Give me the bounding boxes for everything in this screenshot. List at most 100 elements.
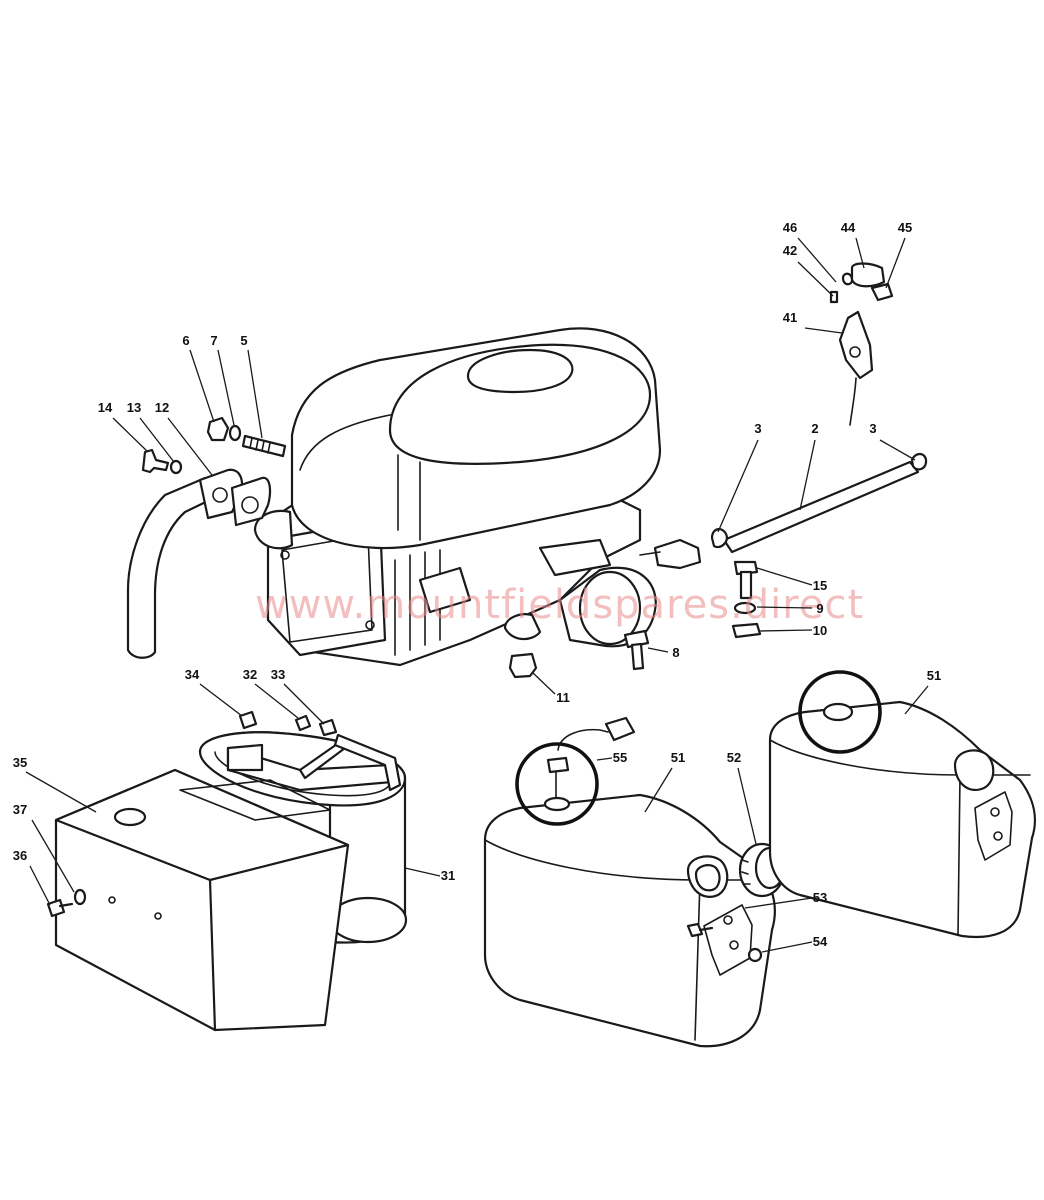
bracket-part-33-strap bbox=[333, 733, 402, 792]
exhaust-pipe-part-12 bbox=[126, 468, 272, 659]
watermark-text: www.mountfieldspares.direct bbox=[255, 582, 864, 628]
callout-label-41: 41 bbox=[783, 310, 797, 325]
leader-line-7 bbox=[217, 349, 235, 426]
callout-label-34: 34 bbox=[185, 667, 200, 682]
leader-line-10 bbox=[759, 629, 813, 632]
battery-cover-part-35 bbox=[54, 768, 350, 1032]
leader-line-46 bbox=[797, 237, 837, 283]
leader-line-35 bbox=[25, 771, 97, 813]
leader-line-41 bbox=[804, 327, 843, 334]
cable-clamp-part-44 bbox=[850, 262, 886, 288]
callout-label-8: 8 bbox=[672, 645, 679, 660]
leader-line-13 bbox=[139, 417, 175, 463]
callout-label-9: 9 bbox=[816, 601, 823, 616]
nut-part-10 bbox=[731, 622, 762, 639]
leader-line-3 bbox=[879, 439, 916, 461]
detail-circle-55 bbox=[515, 742, 599, 826]
leader-line-37 bbox=[31, 819, 75, 893]
callout-label-37: 37 bbox=[13, 802, 27, 817]
callout-label-31: 31 bbox=[441, 868, 455, 883]
throttle-lever-part-41 bbox=[838, 310, 874, 426]
hose-clip-part-3-left bbox=[710, 528, 728, 549]
callout-label-5: 5 bbox=[240, 333, 247, 348]
callout-label-15: 15 bbox=[813, 578, 827, 593]
leader-line-3 bbox=[717, 439, 759, 533]
leader-line-55 bbox=[596, 757, 613, 761]
leader-line-51 bbox=[904, 685, 929, 715]
callout-label-36: 36 bbox=[13, 848, 27, 863]
leader-line-42 bbox=[797, 261, 834, 297]
pin-part-42 bbox=[829, 290, 839, 304]
leader-line-12 bbox=[167, 417, 213, 476]
leader-line-31 bbox=[404, 867, 441, 877]
callout-label-3: 3 bbox=[754, 421, 761, 436]
callout-label-44: 44 bbox=[841, 220, 856, 235]
screw-part-53 bbox=[686, 922, 714, 938]
leader-line-32 bbox=[254, 683, 299, 719]
callout-label-3: 3 bbox=[869, 421, 876, 436]
leader-line-5 bbox=[247, 349, 263, 439]
callout-label-52: 52 bbox=[727, 750, 741, 765]
fuel-tank-part-51-rear bbox=[768, 700, 1036, 938]
bolt-part-32 bbox=[294, 714, 312, 732]
detail-circle-51 bbox=[798, 670, 882, 754]
callout-label-55: 55 bbox=[613, 750, 627, 765]
leader-line-45 bbox=[885, 237, 906, 289]
callout-label-2: 2 bbox=[811, 421, 818, 436]
leader-line-34 bbox=[199, 683, 243, 717]
callout-label-54: 54 bbox=[813, 934, 828, 949]
leader-line-2 bbox=[799, 439, 816, 511]
callout-label-51: 51 bbox=[927, 668, 941, 683]
callout-label-10: 10 bbox=[813, 623, 827, 638]
nut-part-6 bbox=[206, 416, 230, 442]
bolt-part-15 bbox=[733, 560, 759, 600]
leader-line-52 bbox=[737, 767, 757, 845]
screw-part-36 bbox=[46, 898, 74, 918]
callout-label-42: 42 bbox=[783, 243, 797, 258]
leader-line-14 bbox=[112, 417, 149, 453]
leader-line-36 bbox=[29, 865, 51, 906]
leader-line-9 bbox=[756, 606, 813, 609]
washer-part-37 bbox=[73, 888, 87, 906]
fuel-tank-part-51-front bbox=[483, 793, 776, 1048]
callout-label-45: 45 bbox=[898, 220, 912, 235]
leader-line-53 bbox=[744, 897, 813, 909]
leader-line-15 bbox=[756, 567, 813, 586]
stud-part-5 bbox=[241, 434, 287, 458]
nut-part-54 bbox=[747, 947, 763, 963]
callout-label-6: 6 bbox=[182, 333, 189, 348]
leader-line-51 bbox=[644, 767, 673, 813]
fuel-sender-part-55 bbox=[543, 716, 636, 812]
washer-part-13 bbox=[169, 459, 183, 475]
leader-line-54 bbox=[761, 941, 813, 953]
screw-part-45 bbox=[870, 282, 894, 302]
clip-part-34 bbox=[238, 710, 258, 730]
callout-label-12: 12 bbox=[155, 400, 169, 415]
callout-label-14: 14 bbox=[98, 400, 113, 415]
callout-label-35: 35 bbox=[13, 755, 27, 770]
hose-clip-part-3-right bbox=[910, 452, 928, 471]
callout-label-51: 51 bbox=[671, 750, 685, 765]
washer-part-46 bbox=[841, 272, 854, 286]
callout-label-7: 7 bbox=[210, 333, 217, 348]
callout-label-11: 11 bbox=[556, 690, 570, 705]
callout-label-13: 13 bbox=[127, 400, 141, 415]
leader-line-6 bbox=[189, 349, 215, 423]
leader-line-33 bbox=[283, 683, 325, 725]
leader-line-11 bbox=[531, 671, 556, 695]
bolt-part-14 bbox=[141, 448, 170, 474]
washer-part-7 bbox=[228, 424, 242, 442]
callout-label-46: 46 bbox=[783, 220, 797, 235]
washer-part-9 bbox=[733, 601, 757, 615]
leader-line-8 bbox=[647, 647, 669, 653]
callout-label-53: 53 bbox=[813, 890, 827, 905]
leader-line-44 bbox=[855, 237, 865, 269]
fuel-hose-part-2 bbox=[722, 460, 920, 554]
bolt-part-8 bbox=[623, 629, 650, 671]
engine-assembly bbox=[253, 327, 702, 667]
callout-label-33: 33 bbox=[271, 667, 285, 682]
callout-label-32: 32 bbox=[243, 667, 257, 682]
nut-part-11 bbox=[508, 652, 538, 679]
